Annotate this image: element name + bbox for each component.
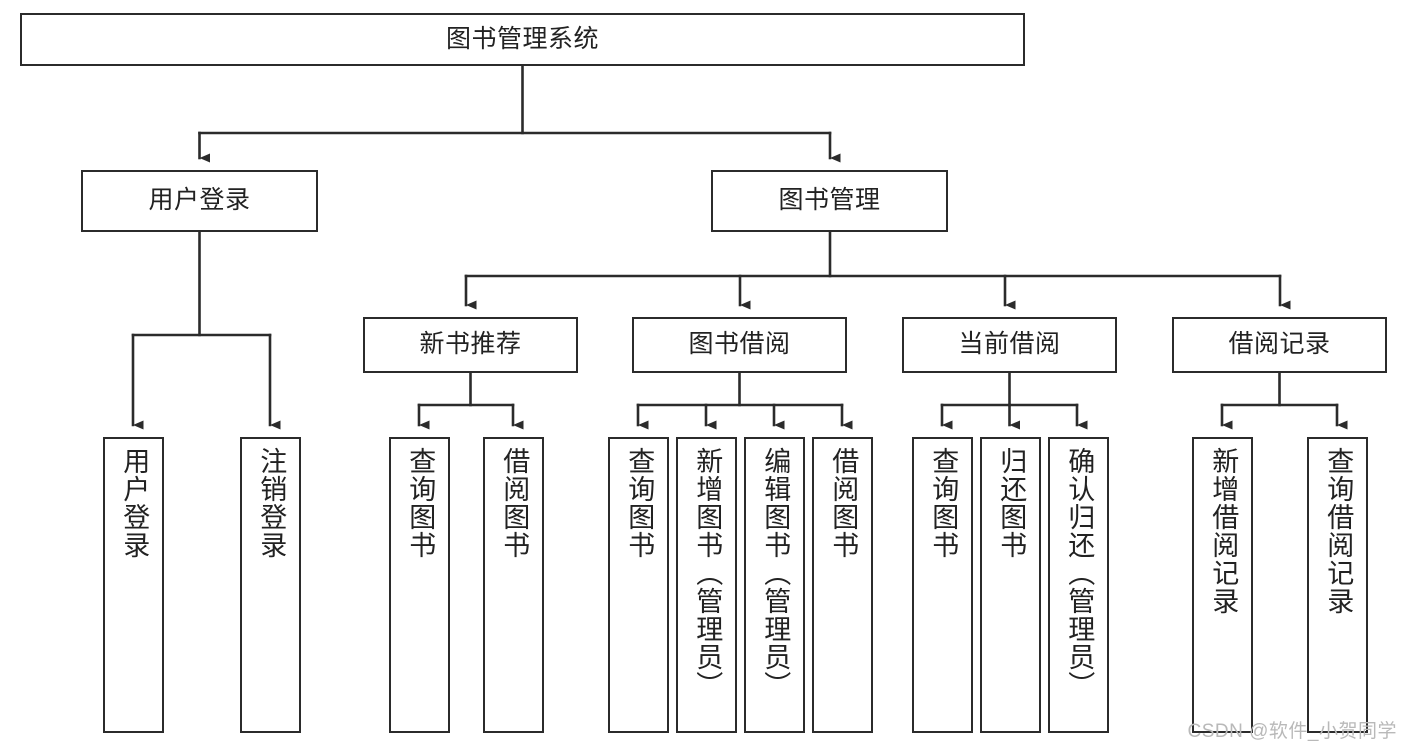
node-current-borrowing[interactable]: 当前借阅: [902, 317, 1117, 373]
node-label: 新增图书（管理员）: [692, 447, 723, 699]
leaf-user-login[interactable]: 用户登录: [103, 437, 164, 733]
node-label: 图书借阅: [688, 330, 791, 359]
node-label: 借阅记录: [1228, 330, 1331, 359]
node-label: 查询图书: [624, 447, 655, 559]
leaf-confirm-return-admin[interactable]: 确认归还（管理员）: [1048, 437, 1109, 733]
leaf-logout[interactable]: 注销登录: [240, 437, 301, 733]
node-label: 确认归还（管理员）: [1064, 447, 1095, 699]
leaf-edit-book-admin[interactable]: 编辑图书（管理员）: [744, 437, 805, 733]
node-label: 当前借阅: [958, 330, 1061, 359]
node-label: 新增借阅记录: [1208, 447, 1239, 615]
node-label: 用户登录: [148, 186, 251, 215]
node-user-login[interactable]: 用户登录: [81, 170, 318, 232]
leaf-return-book[interactable]: 归还图书: [980, 437, 1041, 733]
node-label: 归还图书: [996, 447, 1027, 559]
leaf-borrow-book[interactable]: 借阅图书: [812, 437, 873, 733]
node-root-book-management-system[interactable]: 图书管理系统: [20, 13, 1025, 66]
node-label: 编辑图书（管理员）: [760, 447, 791, 699]
leaf-add-borrow-record[interactable]: 新增借阅记录: [1192, 437, 1253, 733]
node-label: 新书推荐: [419, 330, 522, 359]
node-label: 查询图书: [928, 447, 959, 559]
node-label: 借阅图书: [828, 447, 859, 559]
node-book-borrowing[interactable]: 图书借阅: [632, 317, 847, 373]
node-book-management[interactable]: 图书管理: [711, 170, 948, 232]
leaf-query-borrow-record[interactable]: 查询借阅记录: [1307, 437, 1368, 733]
node-label: 借阅图书: [499, 447, 530, 559]
leaf-query-book-borrow[interactable]: 查询图书: [608, 437, 669, 733]
node-label: 图书管理: [778, 186, 881, 215]
node-label: 注销登录: [256, 447, 287, 559]
leaf-query-book-current[interactable]: 查询图书: [912, 437, 973, 733]
leaf-borrow-book-new[interactable]: 借阅图书: [483, 437, 544, 733]
node-label: 图书管理系统: [445, 24, 599, 53]
node-label: 查询图书: [405, 447, 436, 559]
node-borrow-records[interactable]: 借阅记录: [1172, 317, 1387, 373]
leaf-query-book-new[interactable]: 查询图书: [389, 437, 450, 733]
node-new-book-recommendation[interactable]: 新书推荐: [363, 317, 578, 373]
node-label: 查询借阅记录: [1323, 447, 1354, 615]
node-label: 用户登录: [119, 447, 150, 559]
leaf-add-book-admin[interactable]: 新增图书（管理员）: [676, 437, 737, 733]
